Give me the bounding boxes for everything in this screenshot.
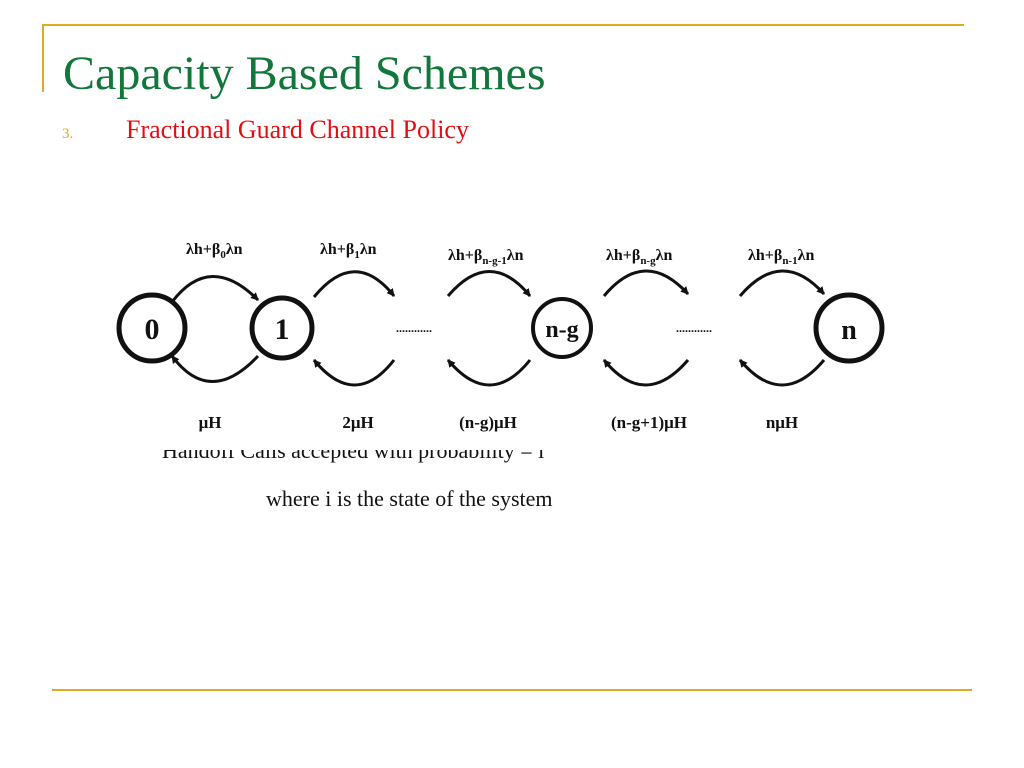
departure-arc-4 [738,359,826,387]
arrival-arc-2 [446,270,532,297]
ellipsis-left: ............ [396,321,432,335]
arrival-arc-4 [738,269,826,297]
slide-title: Capacity Based Schemes [63,47,546,100]
top-rule [42,24,964,26]
arrival-rate-1: λh+β1λn [320,241,377,261]
state-0-label: 0 [145,313,160,346]
caption-line-1: Handoff Calls accepted with probability … [162,450,632,466]
state-1-label: 1 [275,313,290,346]
departure-arc-3 [602,359,690,387]
departure-arc-0 [170,354,260,383]
ellipsis-right: ............ [676,321,712,335]
bottom-rule [52,689,972,691]
state-n-g: n-g [531,297,593,359]
caption-line-2: where i is the state of the system [266,486,553,511]
left-rule [42,24,44,92]
departure-rate-1: 2μH [342,413,373,432]
arrival-rate-2: λh+βn-g-1λn [448,247,524,267]
state-n-g-label: n-g [545,317,578,343]
state-1: 1 [249,295,315,361]
caption-line-1-text: Handoff Calls accepted with probability … [162,450,545,463]
arrival-rate-3: λh+βn-gλn [606,247,672,267]
departure-rate-0: μH [199,413,222,432]
list-item-number: 3. [62,126,74,142]
arrival-arc-3 [602,269,690,297]
arrival-arc-0 [170,275,260,303]
markov-chain-diagram: 0 1 n-g n ............ ............ λh+β [116,241,885,432]
list-item-text: Fractional Guard Channel Policy [126,115,469,144]
arrival-arc-1 [312,270,396,298]
departure-rate-2: (n-g)μH [459,413,517,432]
departure-arc-2 [446,359,532,387]
departure-rate-4: nμH [766,413,798,432]
departure-rate-3: (n-g+1)μH [611,413,687,432]
state-n-label: n [841,315,857,346]
arrival-rate-4: λh+βn-1λn [748,247,814,267]
state-0: 0 [116,292,188,364]
arrival-rate-0: λh+β0λn [186,241,243,261]
state-n: n [813,292,885,364]
departure-arc-1 [312,359,396,387]
